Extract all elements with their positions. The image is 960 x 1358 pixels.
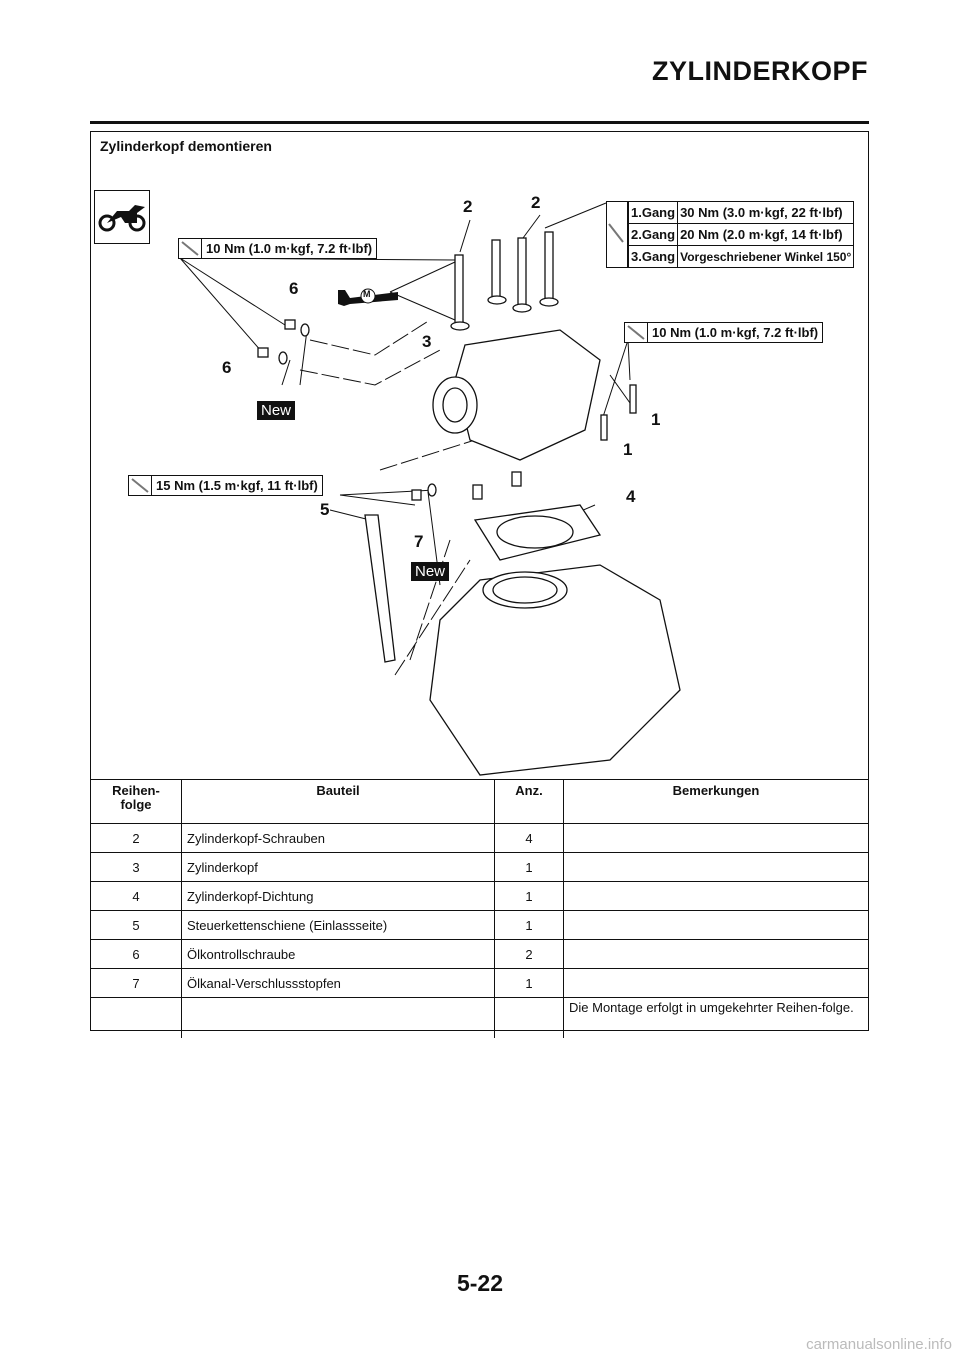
torque-wrench-icon	[179, 239, 202, 258]
callout-7: 7	[414, 532, 424, 551]
torque-spec-right: 10 Nm (1.0 m·kgf, 7.2 ft·lbf)	[624, 322, 824, 343]
assembly-note: Die Montage erfolgt in umgekehrter Reihe…	[563, 997, 868, 1038]
table-note-row: Die Montage erfolgt in umgekehrter Reihe…	[91, 997, 868, 1038]
torque-wrench-icon	[625, 323, 648, 342]
callout-5: 5	[320, 500, 330, 519]
watermark: carmanualsonline.info	[806, 1336, 952, 1353]
torque-wrench-icon	[129, 476, 152, 495]
new-part-badge: New	[257, 401, 296, 420]
callout-6: 6	[222, 358, 232, 377]
callout-2: 2	[463, 197, 473, 216]
callout-2: 2	[531, 193, 541, 212]
header-part: Bauteil	[181, 779, 495, 824]
torque-wrench-icon	[607, 202, 628, 267]
new-part-badge: New	[411, 562, 450, 581]
torque-spec-left-bottom: 15 Nm (1.5 m·kgf, 11 ft·lbf)	[128, 475, 323, 496]
callout-1: 1	[651, 410, 661, 429]
torque-spec-left-top: 10 Nm (1.0 m·kgf, 7.2 ft·lbf)	[178, 238, 378, 259]
exploded-view-illustration	[179, 202, 681, 776]
header-qty: Anz.	[494, 779, 564, 824]
moly-grease-icon	[338, 288, 398, 306]
table-header-row: Reihen-folge Bauteil Anz. Bemerkungen	[91, 779, 868, 824]
moly-label: M	[363, 289, 371, 299]
callout-6: 6	[289, 279, 299, 298]
header-rule	[90, 121, 869, 124]
callout-1: 1	[623, 440, 633, 459]
header-remarks: Bemerkungen	[563, 779, 868, 824]
section-title: Zylinderkopf demontieren	[100, 138, 272, 154]
callout-4: 4	[626, 487, 636, 506]
page-title: ZYLINDERKOPF	[651, 56, 868, 86]
header-order: Reihen-folge	[91, 779, 182, 824]
callout-3: 3	[422, 332, 432, 351]
page-number: 5-22	[456, 1270, 504, 1296]
motorcycle-icon	[94, 190, 150, 244]
